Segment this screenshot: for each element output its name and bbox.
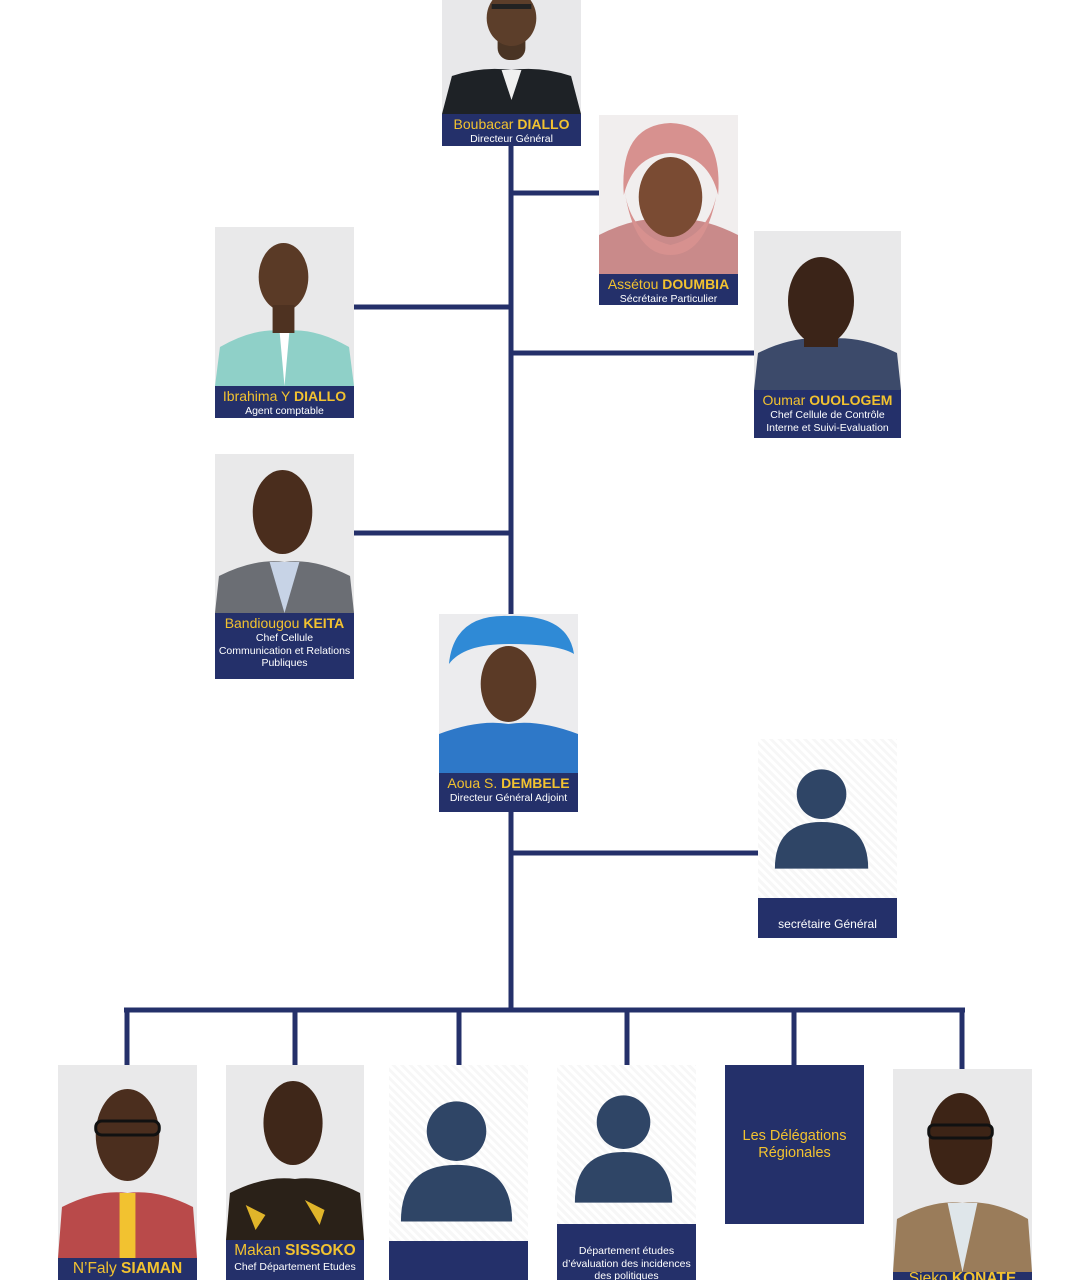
deputy-first-name: Aoua S.	[447, 775, 498, 791]
director-card: Boubacar DIALLO Directeur Général	[442, 0, 581, 146]
secgen-card: secrétaire Général	[758, 739, 897, 938]
communication-card: Bandiougou KEITA Chef Cellule Communicat…	[215, 454, 354, 679]
accountant-photo	[215, 227, 354, 386]
director-photo	[442, 0, 581, 114]
dept2-photo	[226, 1065, 364, 1240]
secretary-card: Assétou DOUMBIA Sécrétaire Particulier	[599, 115, 738, 305]
communication-photo	[215, 454, 354, 613]
dept3-card	[389, 1065, 528, 1280]
secretary-last-name: DOUMBIA	[662, 276, 730, 292]
person-placeholder-icon	[400, 1101, 513, 1222]
control-last-name: OUOLOGEM	[809, 392, 893, 408]
control-title: Chef Cellule de Contrôle Interne et Suiv…	[766, 409, 889, 434]
deputy-photo	[439, 614, 578, 773]
person-placeholder-icon	[774, 769, 869, 869]
secgen-title: secrétaire Général	[778, 917, 877, 931]
accountant-first-name: Ibrahima Y	[222, 388, 291, 404]
dept3-photo	[389, 1065, 528, 1241]
deputy-last-name: DEMBELE	[501, 775, 570, 791]
dept4-photo	[557, 1065, 696, 1224]
dept1-first-name: N’Faly	[72, 1260, 117, 1277]
accountant-title: Agent comptable	[245, 405, 324, 417]
dept2-last-name: SISSOKO	[285, 1242, 356, 1259]
director-title: Directeur Général	[470, 133, 553, 145]
accountant-card: Ibrahima Y DIALLO Agent comptable	[215, 227, 354, 418]
dept4-card: Département études d’évaluation des inci…	[557, 1065, 696, 1280]
dept2-title: Chef Département Etudes	[234, 1261, 356, 1273]
secgen-photo	[758, 739, 897, 898]
dept6-first-name: Sieko	[909, 1272, 948, 1280]
director-first-name: Boubacar	[453, 116, 514, 132]
dept4-title: Département études d’évaluation des inci…	[562, 1245, 691, 1280]
director-last-name: DIALLO	[517, 116, 570, 132]
dept1-last-name: SIAMAN	[121, 1260, 183, 1277]
secretary-title: Sécrétaire Particulier	[619, 293, 718, 305]
communication-last-name: KEITA	[303, 615, 345, 631]
communication-first-name: Bandiougou	[224, 615, 300, 631]
secretary-first-name: Assétou	[607, 276, 659, 292]
accountant-last-name: DIALLO	[293, 388, 347, 404]
dept6-card: Sieko KONATE	[893, 1069, 1032, 1280]
dept2-card: Makan SISSOKO Chef Département Etudes	[226, 1065, 364, 1280]
control-photo	[754, 231, 901, 390]
dept3-label	[389, 1241, 528, 1280]
deputy-card: Aoua S. DEMBELE Directeur Général Adjoin…	[439, 614, 578, 812]
dept1-photo	[58, 1065, 197, 1258]
control-card: Oumar OUOLOGEM Chef Cellule de Contrôle …	[754, 231, 901, 438]
communication-title: Chef Cellule Communication et Relations …	[218, 632, 351, 669]
dept2-first-name: Makan	[234, 1242, 281, 1259]
dept6-last-name: KONATE	[952, 1272, 1016, 1280]
dept1-card: N’Faly SIAMAN	[58, 1065, 197, 1280]
control-first-name: Oumar	[762, 392, 806, 408]
deputy-title: Directeur Général Adjoint	[449, 792, 568, 804]
person-placeholder-icon	[574, 1095, 673, 1203]
secretary-photo	[599, 115, 738, 274]
delegations-box: Les Délégations Régionales	[725, 1065, 864, 1224]
dept6-photo	[893, 1069, 1032, 1272]
